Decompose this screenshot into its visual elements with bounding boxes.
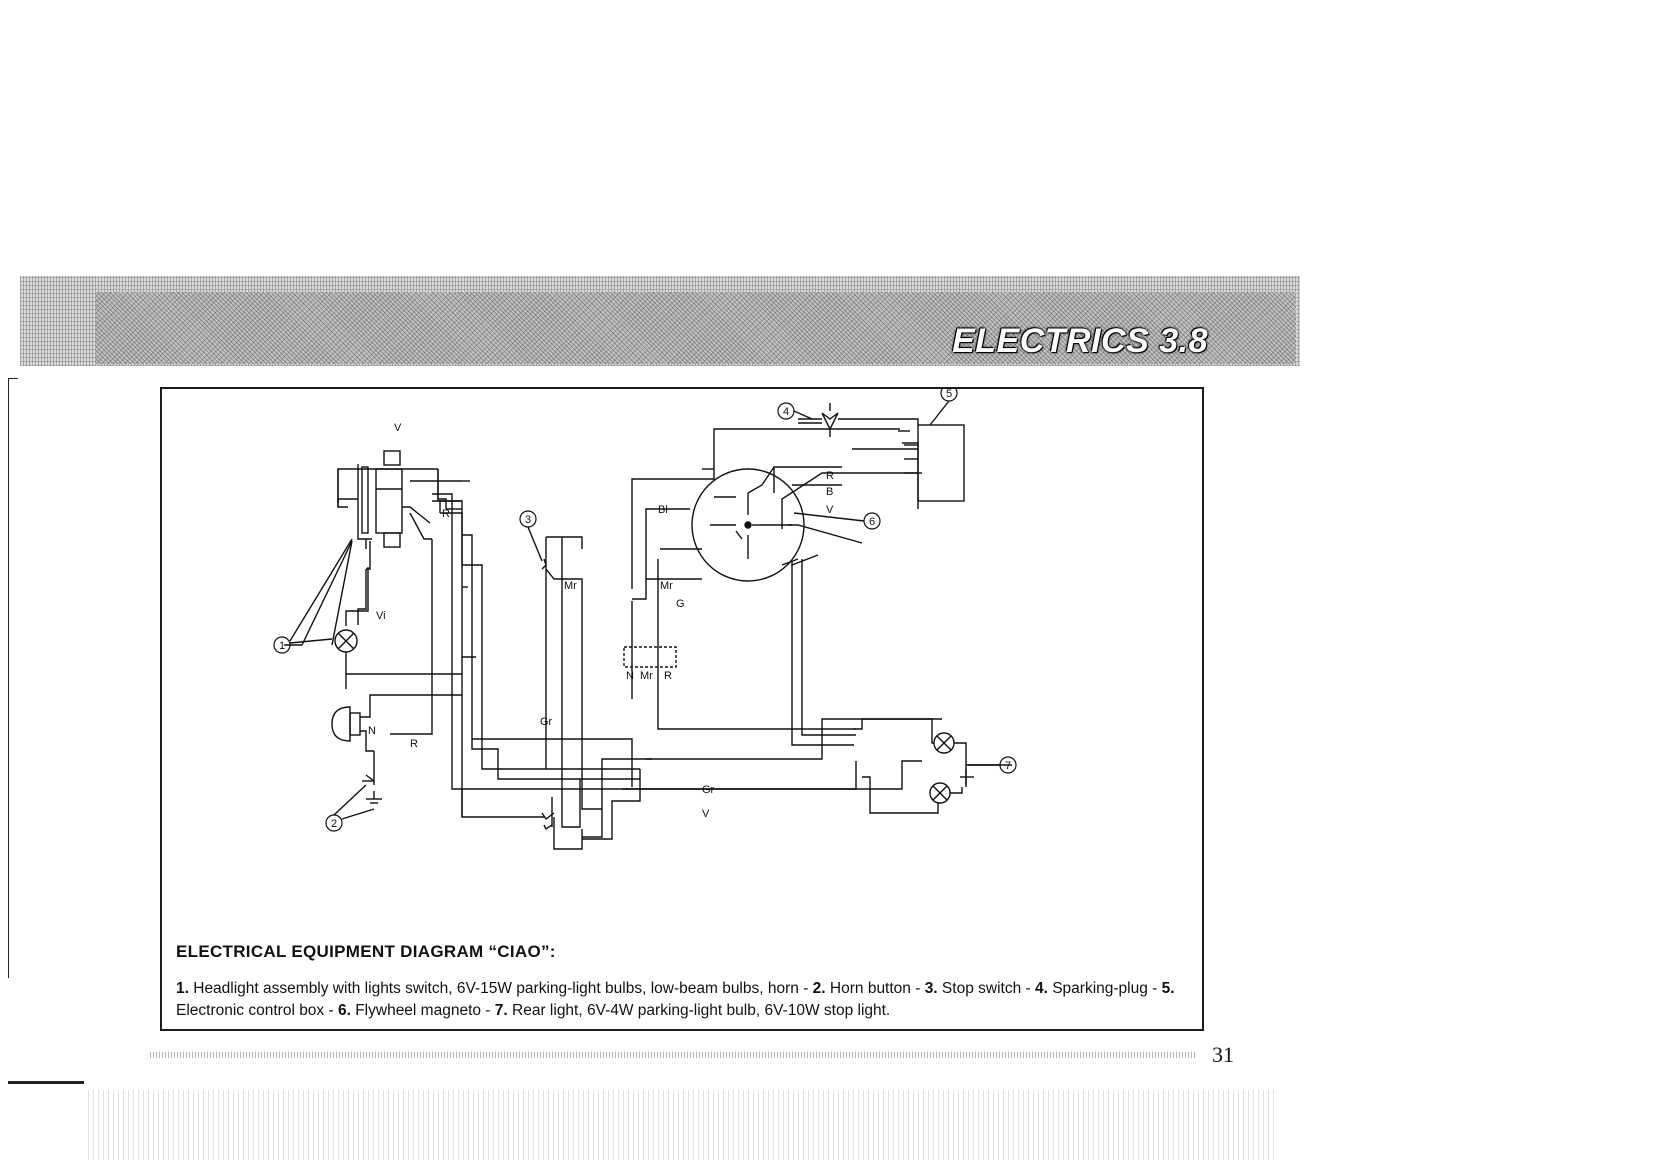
- wire-label-v-top: V: [394, 422, 402, 434]
- caption-item-text: Headlight assembly with lights switch, 6…: [188, 980, 813, 997]
- connector-block: [623, 646, 677, 668]
- wire-label-r-box: R: [826, 470, 834, 482]
- section-title: ELECTRICS 3.8: [952, 322, 1208, 360]
- caption-item-num: 1.: [176, 980, 189, 997]
- svg-text:6: 6: [869, 516, 875, 528]
- caption-title: ELECTRICAL EQUIPMENT DIAGRAM “CIAO”:: [176, 942, 556, 961]
- svg-text:5: 5: [946, 389, 952, 400]
- main-wiring: [410, 428, 942, 850]
- caption-item-text: Flywheel magneto -: [350, 1002, 495, 1019]
- wire-label-gr-bottom: Gr: [702, 784, 715, 796]
- callout-1: [273, 636, 291, 654]
- callout-3: [519, 510, 537, 528]
- caption-item-num: 5.: [1161, 980, 1175, 997]
- stop-switch-assembly: [541, 558, 553, 831]
- wire-label-bl: Bl: [658, 504, 668, 516]
- wire-label-v-box: V: [826, 504, 834, 516]
- wire-label-gr-mid: Gr: [540, 716, 553, 728]
- wiring-diagram: 1 2 3 4 5 6 7 V R Vi N R Mr Gr Bl Mr G R…: [273, 389, 1017, 850]
- rear-light-assembly: [854, 718, 1012, 814]
- svg-text:1: 1: [279, 640, 285, 652]
- caption-item-text: Electronic control box -: [176, 1002, 338, 1019]
- caption-item-num: 4.: [1034, 980, 1048, 997]
- page-number: 31: [1212, 1042, 1234, 1067]
- wire-label-vi: Vi: [376, 610, 386, 622]
- connector-label-n: N: [626, 670, 634, 682]
- wire-label-r-top: R: [442, 508, 450, 520]
- caption-item-text: Stop switch -: [937, 980, 1035, 997]
- page-edge-bottom-mark: [8, 1081, 84, 1084]
- callout-2: [325, 814, 343, 832]
- wire-label-mr-stop: Mr: [564, 580, 577, 592]
- control-box: [798, 418, 965, 502]
- header-band-shading: [96, 292, 1296, 364]
- callout-6: [863, 512, 881, 530]
- caption-item-num: 6.: [337, 1002, 351, 1019]
- caption-item-text: Sparking-plug -: [1047, 980, 1162, 997]
- page-edge: [8, 378, 9, 978]
- caption-item-num: 3.: [924, 980, 938, 997]
- horn: [331, 694, 410, 820]
- callouts: 1 2 3 4 5 6 7: [273, 389, 1017, 832]
- flywheel-magneto: [691, 466, 863, 582]
- page-edge-top: [8, 378, 18, 379]
- caption-item-text: Rear light, 6V-4W parking-light bulb, 6V…: [507, 1002, 891, 1019]
- wire-labels: V R Vi N R Mr Gr Bl Mr G R B V N Mr R Gr…: [368, 422, 834, 820]
- wire-label-g: G: [676, 598, 685, 610]
- headlight-assembly: [284, 450, 476, 735]
- diagram-figure-box: 1 2 3 4 5 6 7 V R Vi N R Mr Gr Bl Mr G R…: [160, 387, 1204, 1031]
- spark-plug: [798, 403, 919, 437]
- svg-text:3: 3: [525, 514, 531, 526]
- svg-text:7: 7: [1005, 760, 1011, 772]
- footer-rule: [150, 1052, 1195, 1058]
- svg-text:2: 2: [331, 818, 337, 830]
- caption-text: 1. Headlight assembly with lights switch…: [176, 978, 1186, 1022]
- caption-item-num: 7.: [494, 1002, 508, 1019]
- wire-label-n: N: [368, 725, 376, 737]
- callout-7: [999, 756, 1017, 774]
- callout-5: [940, 389, 958, 402]
- bottom-shade: [88, 1090, 1278, 1160]
- wire-label-b-box: B: [826, 486, 833, 498]
- wire-label-mr-mag: Mr: [660, 580, 673, 592]
- wire-label-r-horn: R: [410, 738, 418, 750]
- wire-label-v-bottom: V: [702, 808, 710, 820]
- callout-4: [777, 402, 795, 420]
- connector-label-r: R: [664, 670, 672, 682]
- caption-item-text: Horn button -: [825, 980, 925, 997]
- connector-label-mr: Mr: [640, 670, 653, 682]
- svg-text:4: 4: [783, 406, 789, 418]
- lead-lines: [289, 400, 1000, 816]
- caption-item-num: 2.: [812, 980, 826, 997]
